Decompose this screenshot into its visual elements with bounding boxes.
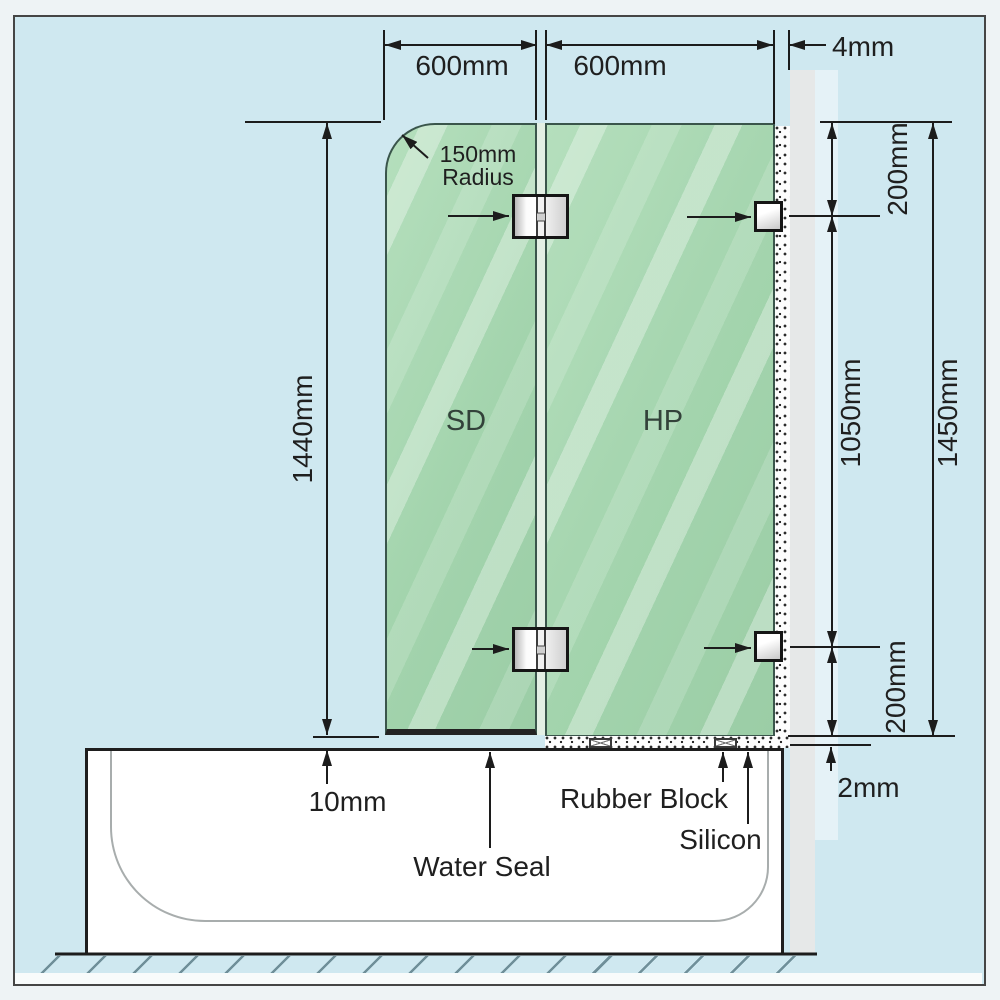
- hinge-bottom: [512, 627, 569, 672]
- radius-label-line1: 150mm: [439, 141, 517, 167]
- radius-label: 150mm Radius: [423, 143, 533, 189]
- dim-label-4mm: 4mm: [832, 31, 895, 62]
- radius-label-line2: Radius: [442, 164, 514, 190]
- dim-label-10mm: 10mm: [308, 786, 387, 817]
- silicon-bottom-strip: [545, 736, 790, 748]
- panel-label-hp: HP: [642, 405, 684, 437]
- dim-label-1440: 1440mm: [287, 374, 318, 484]
- dim-label-1050: 1050mm: [835, 358, 866, 468]
- dim-label-600-left: 600mm: [415, 50, 509, 81]
- dim-label-200-bottom: 200mm: [880, 640, 911, 734]
- bathtub-inner-rim: [110, 751, 769, 922]
- dim-label-2mm: 2mm: [837, 772, 900, 803]
- silicon-wall-strip: [775, 126, 790, 737]
- callout-rubber-block: Rubber Block: [559, 783, 729, 814]
- hinge-top: [512, 194, 569, 239]
- callout-silicon: Silicon: [679, 824, 762, 855]
- rubber-block-right: [714, 738, 737, 748]
- wall-bracket-bottom: [754, 631, 783, 662]
- floor-hatch: [15, 956, 815, 973]
- wall: [790, 70, 815, 955]
- rubber-block-left: [589, 738, 612, 748]
- floor-base: [15, 973, 982, 984]
- panel-label-sd: SD: [445, 405, 487, 437]
- glass-panel-sd: [385, 123, 537, 735]
- dim-label-1450: 1450mm: [932, 358, 963, 468]
- dim-label-200-top: 200mm: [882, 122, 913, 216]
- callout-water-seal: Water Seal: [413, 851, 551, 882]
- hinge-bottom-notch: [536, 645, 545, 654]
- wall-bracket-top: [754, 201, 783, 232]
- hinge-top-notch: [536, 212, 545, 221]
- dim-label-600-right: 600mm: [573, 50, 667, 81]
- panel-gap: [535, 123, 547, 735]
- glass-panel-hp: [545, 123, 775, 737]
